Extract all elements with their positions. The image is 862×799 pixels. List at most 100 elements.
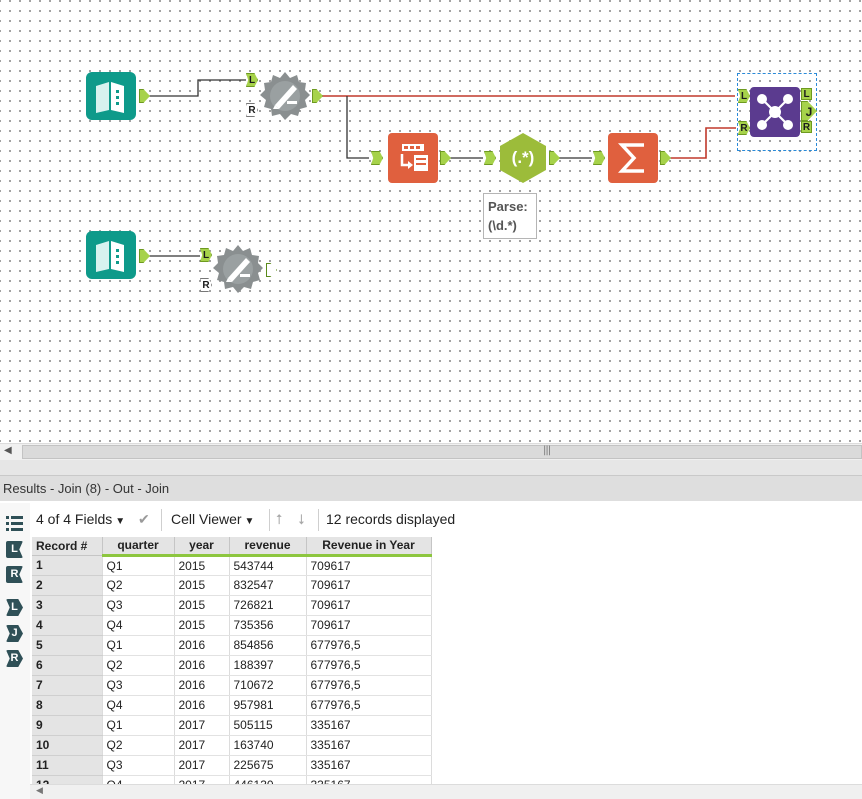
record-number-cell[interactable]: 1 [32, 555, 103, 576]
record-number-cell[interactable]: 8 [32, 695, 103, 716]
table-cell[interactable]: 677976,5 [306, 675, 432, 696]
column-header-year[interactable]: year [174, 537, 230, 557]
record-number-cell[interactable]: 6 [32, 655, 103, 676]
arrow-up-icon[interactable]: ⭡ [276, 511, 283, 527]
table-cell[interactable]: Q4 [102, 695, 175, 716]
table-cell[interactable]: 677976,5 [306, 635, 432, 656]
table-cell[interactable]: 735356 [229, 615, 307, 636]
table-cell[interactable]: 2015 [174, 595, 230, 616]
table-cell[interactable]: Q3 [102, 755, 175, 776]
table-cell[interactable]: 2016 [174, 635, 230, 656]
column-header-revenue[interactable]: revenue [229, 537, 307, 557]
table-cell[interactable]: 726821 [229, 595, 307, 616]
input-data-tool-2[interactable] [86, 231, 136, 279]
table-cell[interactable]: 709617 [306, 615, 432, 636]
record-number-cell[interactable]: 5 [32, 635, 103, 656]
list-view-icon[interactable] [6, 515, 23, 532]
record-number-cell[interactable]: 7 [32, 675, 103, 696]
table-cell[interactable]: 709617 [306, 575, 432, 596]
table-cell[interactable]: Q2 [102, 735, 175, 756]
table-cell[interactable]: 2016 [174, 695, 230, 716]
right-output-anchor-icon[interactable]: R [6, 650, 23, 667]
record-number-cell[interactable]: 2 [32, 575, 103, 596]
panel-splitter[interactable] [0, 460, 862, 475]
table-cell[interactable]: Q2 [102, 655, 175, 676]
record-number-cell[interactable]: 10 [32, 735, 103, 756]
column-header-quarter[interactable]: quarter [102, 537, 175, 557]
table-cell[interactable]: 2015 [174, 615, 230, 636]
table-cell[interactable]: 709617 [306, 555, 432, 576]
table-cell[interactable]: 335167 [306, 755, 432, 776]
canvas-scroll-thumb[interactable]: ||| [22, 445, 862, 459]
fields-dropdown[interactable]: 4 of 4 Fields▼ [36, 511, 125, 527]
apply-check-icon[interactable]: ✔ [138, 511, 150, 527]
table-cell[interactable]: 225675 [229, 755, 307, 776]
table-cell[interactable]: 335167 [306, 735, 432, 756]
table-cell[interactable]: 2017 [174, 715, 230, 736]
input-data-tool-1[interactable] [86, 72, 136, 120]
column-header-revenue-in-year[interactable]: Revenue in Year [306, 537, 432, 557]
record-number-cell[interactable]: 9 [32, 715, 103, 736]
table-cell[interactable]: Q1 [102, 715, 175, 736]
table-cell[interactable]: 163740 [229, 735, 307, 756]
table-cell[interactable]: 854856 [229, 635, 307, 656]
select-tool[interactable] [388, 133, 438, 183]
workflow-canvas[interactable]: L R (.*) [0, 0, 862, 443]
table-cell[interactable]: 710672 [229, 675, 307, 696]
left-output-anchor-icon[interactable]: L [6, 599, 23, 616]
column-header-record[interactable]: Record # [32, 537, 103, 556]
table-cell[interactable]: 957981 [229, 695, 307, 716]
summarize-tool[interactable] [608, 133, 658, 183]
table-cell[interactable]: 505115 [229, 715, 307, 736]
record-number-cell[interactable]: 4 [32, 615, 103, 636]
table-cell[interactable]: Q4 [102, 615, 175, 636]
cell-viewer-dropdown[interactable]: Cell Viewer▼ [171, 511, 254, 527]
right-input-anchor-icon[interactable]: R [6, 566, 23, 583]
arrow-down-icon[interactable]: ⭣ [298, 511, 305, 527]
table-cell[interactable]: 2015 [174, 555, 230, 576]
table-cell[interactable]: Q3 [102, 675, 175, 696]
canvas-horizontal-scrollbar[interactable]: ◀ ||| [0, 443, 862, 460]
table-cell[interactable]: 335167 [306, 715, 432, 736]
table-cell[interactable]: Q1 [102, 555, 175, 576]
append2-left-anchor[interactable]: L [200, 248, 212, 262]
table-cell[interactable]: Q2 [102, 575, 175, 596]
append-fields-tool-1[interactable] [259, 71, 311, 123]
table-cell[interactable]: 2015 [174, 575, 230, 596]
join-tool[interactable] [750, 87, 800, 137]
regex-tool[interactable]: (.*) [497, 132, 549, 184]
table-cell[interactable]: 2017 [174, 735, 230, 756]
table-cell[interactable]: 2016 [174, 675, 230, 696]
table-cell[interactable]: 2016 [174, 655, 230, 676]
table-cell[interactable]: 677976,5 [306, 655, 432, 676]
table-cell[interactable]: 2017 [174, 755, 230, 776]
record-number-cell[interactable]: 11 [32, 755, 103, 776]
table-cell[interactable]: Q3 [102, 595, 175, 616]
append-fields-tool-2[interactable] [212, 244, 264, 296]
table-cell[interactable]: Q1 [102, 635, 175, 656]
table-cell[interactable]: 188397 [229, 655, 307, 676]
left-input-anchor-icon[interactable]: L [6, 541, 23, 558]
table-cell[interactable]: 709617 [306, 595, 432, 616]
join-output-left-anchor[interactable]: L [801, 88, 812, 100]
join-output-right-anchor[interactable]: R [801, 121, 812, 133]
table-cell[interactable]: 832547 [229, 575, 307, 596]
table-cell[interactable]: 677976,5 [306, 695, 432, 716]
scroll-left-arrow-icon[interactable]: ◀ [4, 445, 12, 456]
record-number-cell[interactable]: 3 [32, 595, 103, 616]
results-horizontal-scrollbar[interactable]: ◀ [30, 784, 862, 799]
scroll-left-arrow-icon[interactable]: ◀ [36, 786, 43, 796]
join-output-anchor-icon[interactable]: J [6, 625, 23, 642]
table-cell[interactable]: 543744 [229, 555, 307, 576]
